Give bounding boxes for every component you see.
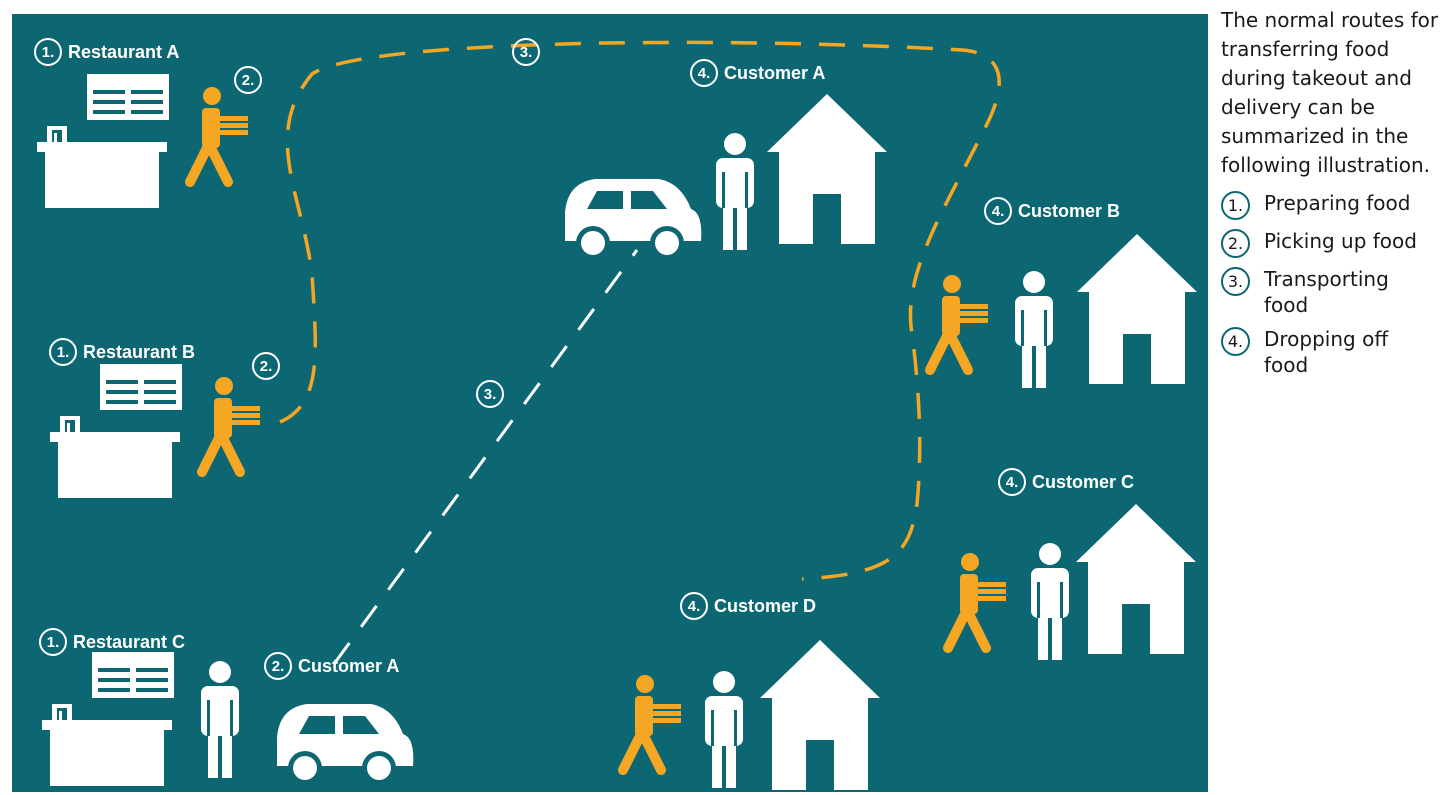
customer-b-name: Customer B — [1018, 200, 1121, 221]
diagram-panel: MENU MENU MENU 1. Restaurant A 2. 3. 4. … — [12, 14, 1208, 792]
customer-b-label: 4. Customer B — [984, 197, 1120, 225]
customer-b-person-icon — [1015, 271, 1053, 388]
step-badge: 4. — [984, 197, 1012, 225]
step-badge: 1. — [39, 628, 67, 656]
diagram-scene: MENU MENU MENU — [37, 40, 1197, 790]
menu-text-b: MENU — [102, 366, 123, 373]
pickup-customer-name: Customer A — [298, 655, 400, 676]
customer-a-label: 4. Customer A — [690, 59, 825, 87]
legend-sidebar: The normal routes for transferring food … — [1221, 6, 1450, 386]
legend-item: 1. Preparing food — [1221, 190, 1450, 220]
menu-text-c: MENU — [94, 654, 115, 661]
restaurant-b-counter-icon — [50, 364, 182, 498]
customer-b-house-icon — [1077, 234, 1197, 384]
restaurant-c-counter-icon — [42, 652, 174, 786]
restaurant-c-label: 1. Restaurant C — [39, 628, 185, 656]
restaurant-a-name: Restaurant A — [68, 41, 180, 62]
legend-text: Preparing food — [1264, 191, 1411, 215]
orange-delivery-route — [279, 40, 1001, 581]
courier-customer-b-icon — [930, 275, 988, 370]
step-badge: 1. — [49, 338, 77, 366]
legend-item: 2. Picking up food — [1221, 228, 1450, 258]
intro-text: The normal routes for transferring food … — [1221, 8, 1439, 177]
legend-badge: 2. — [1221, 229, 1250, 258]
customer-d-label: 4. Customer D — [680, 592, 816, 620]
step-badge: 3. — [512, 38, 540, 66]
customer-c-label: 4. Customer C — [998, 468, 1134, 496]
legend-text: Picking up food — [1264, 229, 1417, 253]
customer-pickup-car-icon — [277, 704, 414, 785]
customer-d-house-icon — [760, 640, 880, 790]
step-badge: 1. — [34, 38, 62, 66]
legend-list: 1. Preparing food 2. Picking up food 3. … — [1221, 190, 1450, 378]
courier-a-icon — [190, 87, 248, 182]
courier-b-icon — [202, 377, 260, 472]
courier-customer-d-icon — [623, 675, 681, 770]
legend-badge: 4. — [1221, 327, 1250, 356]
pickup-customer-label: 2. Customer A — [264, 652, 399, 680]
restaurant-c-name: Restaurant C — [73, 631, 186, 652]
pickup-b-label: 2. — [252, 352, 280, 380]
courier-customer-c-icon — [948, 553, 1006, 648]
step-badge: 4. — [998, 468, 1026, 496]
step-badge: 4. — [680, 592, 708, 620]
legend-item: 3. Transporting food — [1221, 266, 1450, 318]
customer-pickup-person-icon — [201, 661, 239, 778]
transport-dashed-label: 3. — [512, 38, 540, 66]
legend-text: Transporting food — [1264, 267, 1389, 317]
customer-a-person-icon — [716, 133, 754, 250]
customer-d-name: Customer D — [714, 595, 817, 616]
white-transport-route — [332, 249, 639, 665]
customer-a-house-icon — [767, 94, 887, 244]
step-badge: 2. — [234, 66, 262, 94]
customer-c-person-icon — [1031, 543, 1069, 660]
legend-text: Dropping off food — [1264, 327, 1389, 377]
step-badge: 2. — [264, 652, 292, 680]
restaurant-a-label: 1. Restaurant A — [34, 38, 179, 66]
step-badge: 3. — [476, 380, 504, 408]
step-badge: 4. — [690, 59, 718, 87]
step-badge: 2. — [252, 352, 280, 380]
legend-item: 4. Dropping off food — [1221, 326, 1450, 378]
transport-white-label: 3. — [476, 380, 504, 408]
legend-badge: 3. — [1221, 267, 1250, 296]
pickup-a-label: 2. — [234, 66, 262, 94]
customer-a-car-icon — [565, 179, 702, 260]
restaurant-a-counter-icon — [37, 74, 169, 208]
customer-c-house-icon — [1076, 504, 1196, 654]
restaurant-b-label: 1. Restaurant B — [49, 338, 195, 366]
customer-a-name: Customer A — [724, 62, 826, 83]
customer-d-person-icon — [705, 671, 743, 788]
restaurant-b-name: Restaurant B — [83, 341, 196, 362]
customer-c-name: Customer C — [1032, 471, 1135, 492]
legend-badge: 1. — [1221, 191, 1250, 220]
menu-text-a: MENU — [89, 76, 110, 83]
